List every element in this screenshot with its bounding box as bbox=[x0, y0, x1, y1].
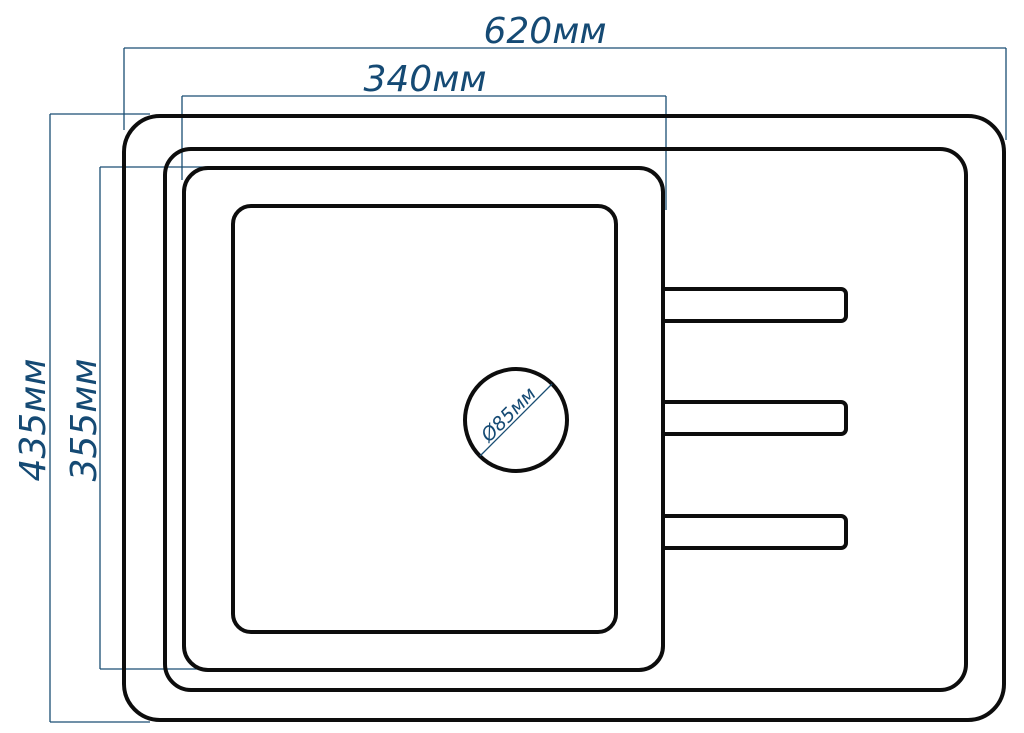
sink-outline bbox=[122, 114, 1006, 722]
drainer-rib-1 bbox=[663, 287, 848, 323]
drain-hole: Ø85мм bbox=[463, 367, 569, 473]
drain-hole-circle bbox=[463, 367, 569, 473]
drain-diameter-line bbox=[479, 383, 553, 457]
width-620-label: 620мм bbox=[483, 11, 606, 52]
drainer-ribs bbox=[663, 287, 848, 550]
depth-435-label: 435мм bbox=[13, 358, 54, 481]
width-340-label: 340мм bbox=[363, 59, 486, 100]
bowl-basin bbox=[231, 204, 618, 634]
depth-355-label: 355мм bbox=[64, 358, 105, 481]
sink-outer-rim bbox=[122, 114, 1006, 722]
drain-diameter-label: Ø85мм bbox=[476, 383, 540, 447]
drainer-rib-3 bbox=[663, 514, 848, 550]
dimension-labels: 620мм 340мм 435мм 355мм bbox=[13, 11, 607, 482]
drainer-rib-2 bbox=[663, 400, 848, 436]
sink-inner-rim bbox=[163, 147, 968, 692]
bowl-outer-edge bbox=[182, 166, 665, 672]
